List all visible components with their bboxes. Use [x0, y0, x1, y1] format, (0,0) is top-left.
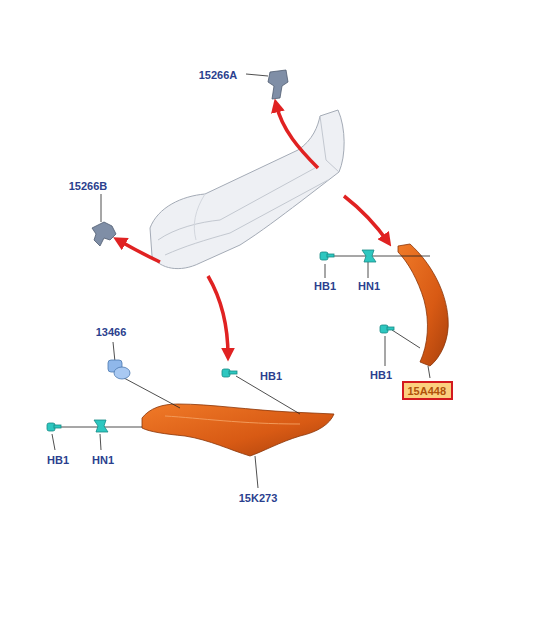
red-arrows [118, 104, 388, 356]
callout-number: HB1 [370, 370, 392, 381]
callout-number: 13466 [96, 327, 127, 338]
bumper-bracket [268, 70, 288, 99]
fasteners [47, 369, 237, 432]
highlighted-part-number: 15A448 [402, 381, 453, 400]
callout-number: 15266B [69, 181, 108, 192]
part-number: 15A448 [408, 386, 447, 397]
fasteners [320, 250, 394, 333]
callout-number: 15266A [199, 70, 238, 81]
callout-number: HB1 [260, 371, 282, 382]
callout-number: 15K273 [239, 493, 278, 504]
callout-number: HB1 [314, 281, 336, 292]
side-trim-part [142, 404, 334, 456]
side-bracket-part [398, 244, 448, 366]
rear-bumper [150, 110, 344, 269]
callout-number: HB1 [47, 455, 69, 466]
callout-number: HN1 [92, 455, 114, 466]
bumper-bracket [92, 222, 116, 246]
callout-number: HN1 [358, 281, 380, 292]
bulb-socket [108, 360, 130, 379]
